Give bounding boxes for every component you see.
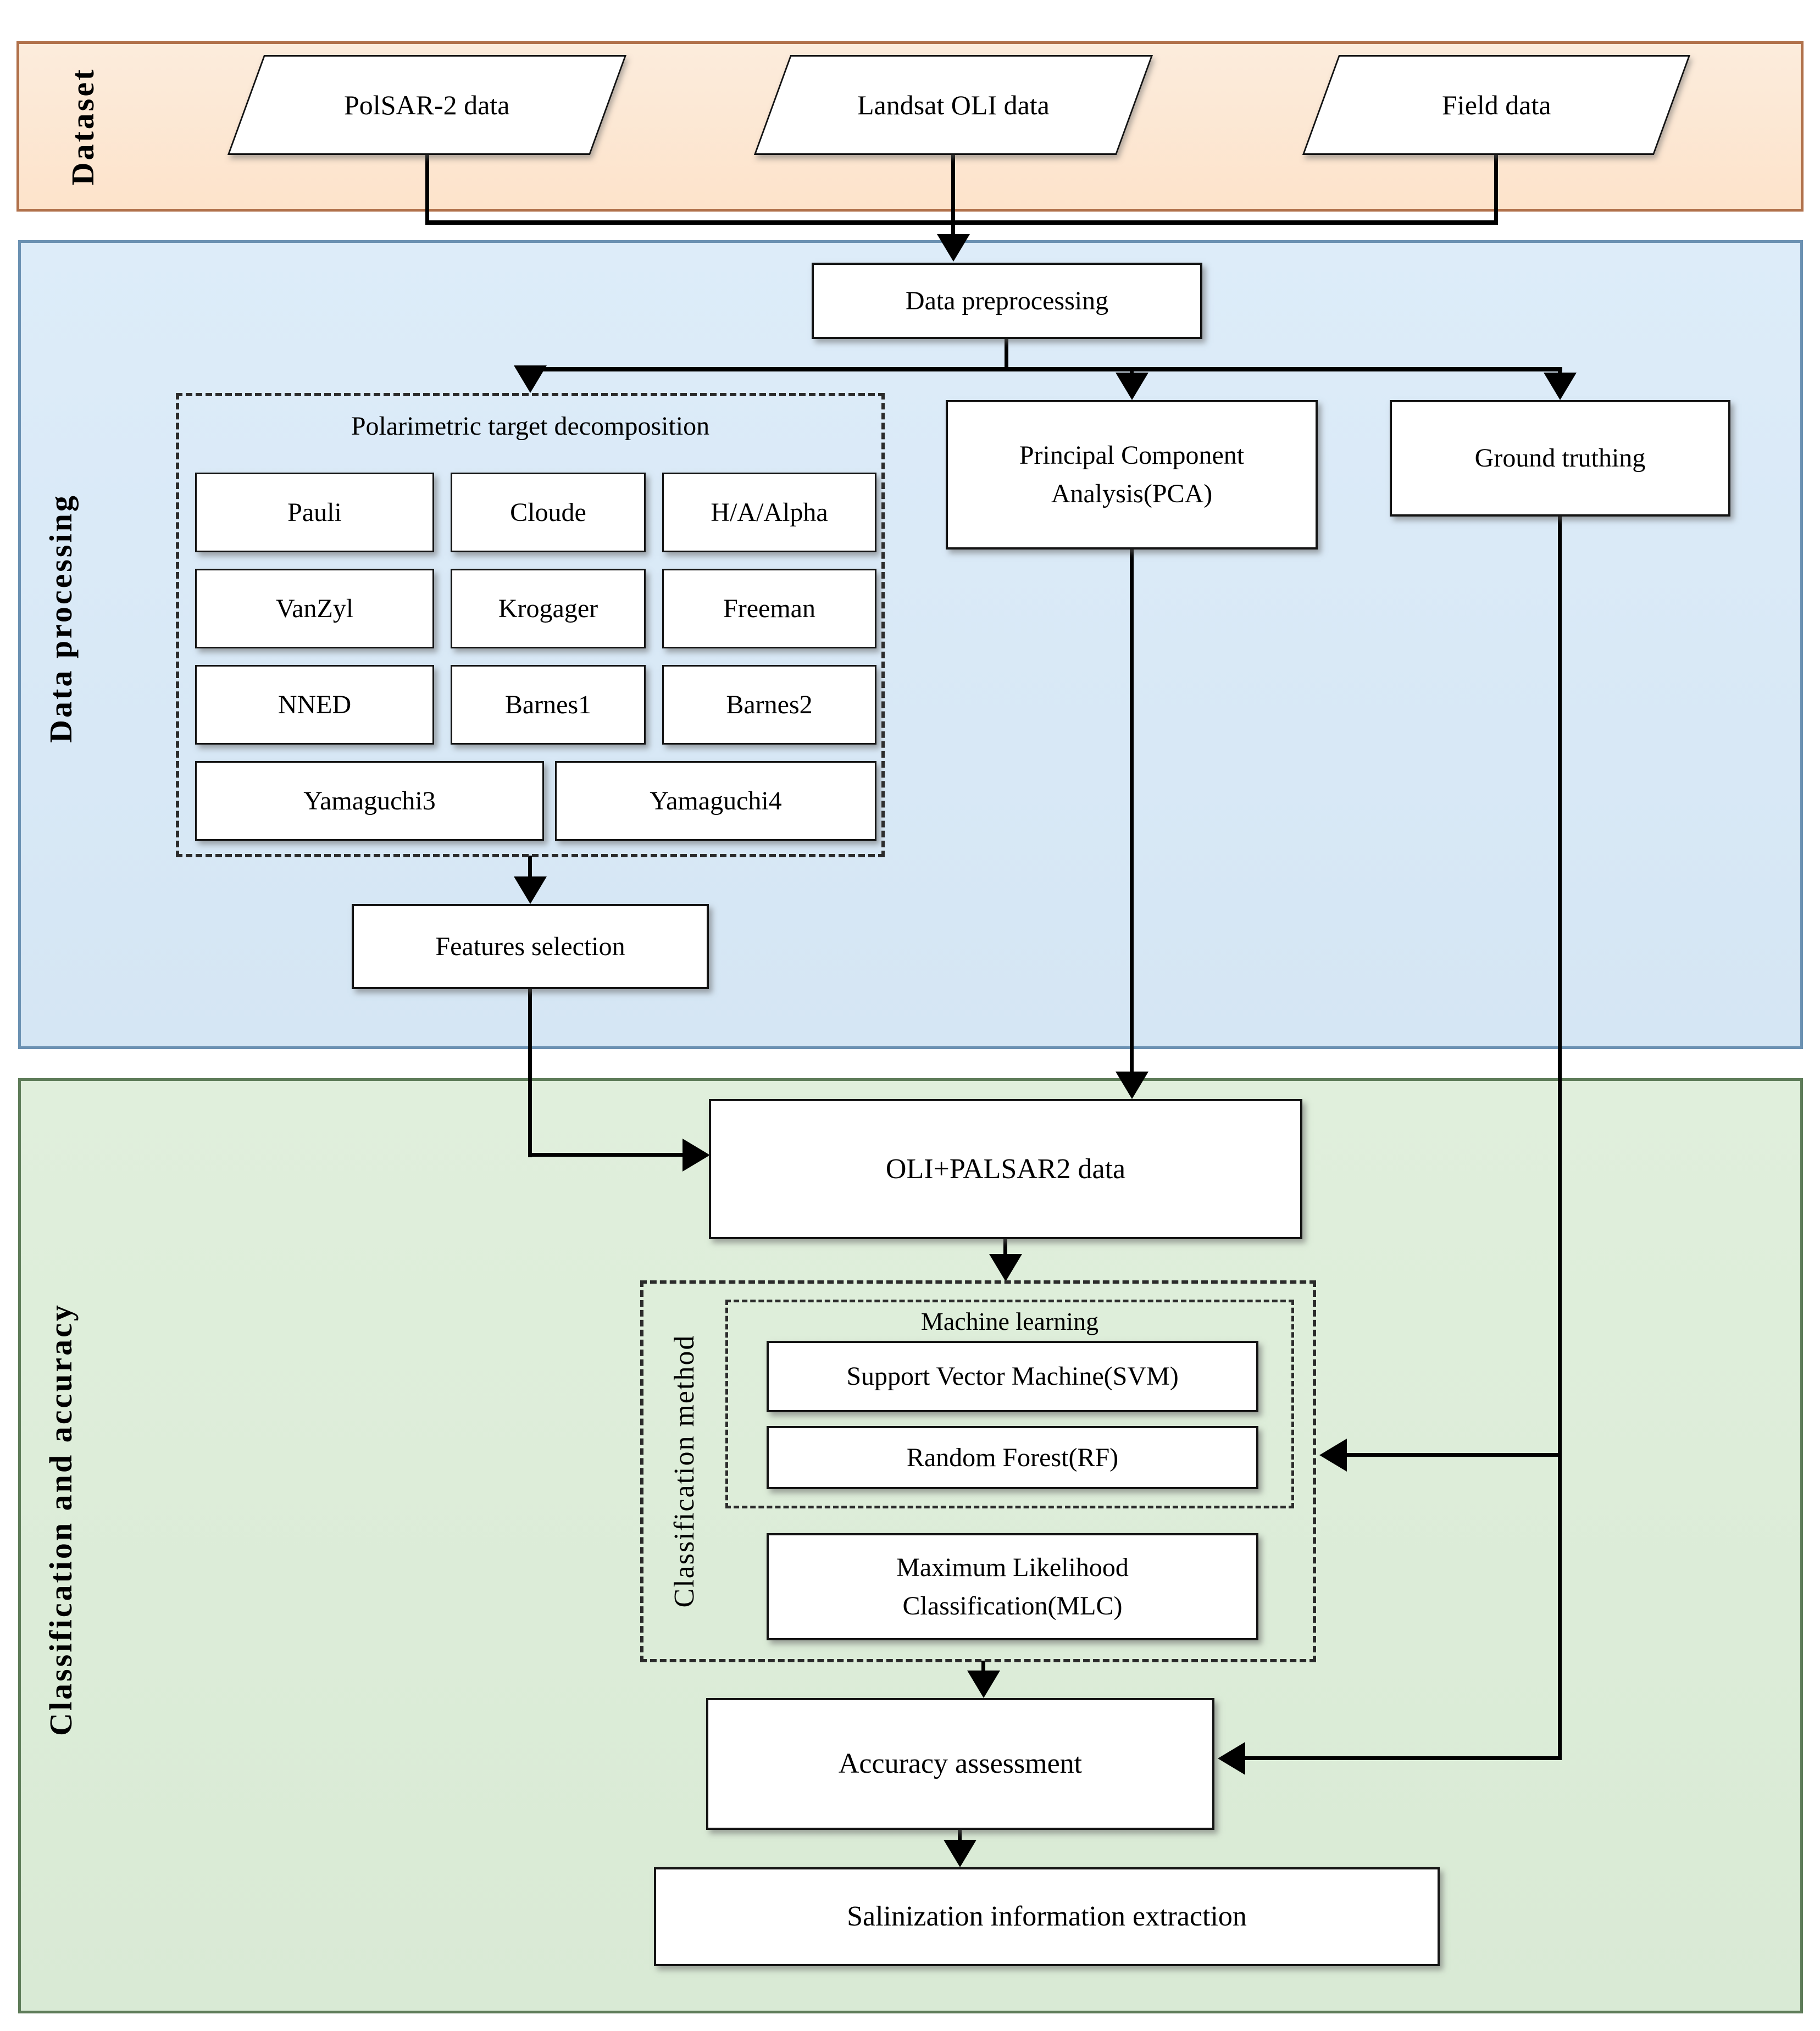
method-label-cloude: Cloude bbox=[510, 497, 586, 527]
connector-landsat-down bbox=[951, 153, 955, 237]
polsar-data-parallelogram: PolSAR-2 data bbox=[227, 55, 627, 155]
svm-label: Support Vector Machine(SVM) bbox=[846, 1362, 1179, 1391]
accuracy-assessment-label: Accuracy assessment bbox=[838, 1748, 1083, 1780]
connector-groundtruth-branch bbox=[1345, 1453, 1560, 1457]
connector-features-right bbox=[528, 1153, 685, 1157]
method-box-yamaguchi3: Yamaguchi3 bbox=[195, 761, 544, 841]
connector-field-down bbox=[1494, 153, 1498, 225]
connector-pca-down bbox=[1130, 548, 1134, 1074]
arrowhead-into-classification-method bbox=[1319, 1439, 1347, 1472]
method-box-barnes1: Barnes1 bbox=[451, 665, 646, 745]
decomposition-title: Polarimetric target decomposition bbox=[351, 412, 710, 441]
dataset-band-label: Dataset bbox=[64, 67, 101, 186]
method-label-barnes2: Barnes2 bbox=[726, 690, 813, 719]
connector-method-down bbox=[981, 1661, 985, 1674]
connector-features-down bbox=[528, 988, 532, 1157]
method-label-vanzyl: VanZyl bbox=[275, 593, 354, 623]
arrowhead-into-combined-top bbox=[1116, 1072, 1148, 1099]
arrowhead-into-preprocessing bbox=[937, 234, 970, 262]
salinization-label: Salinization information extraction bbox=[847, 1901, 1247, 1933]
arrowhead-into-decomposition bbox=[514, 365, 547, 393]
svm-box: Support Vector Machine(SVM) bbox=[767, 1341, 1258, 1412]
connector-combined-down bbox=[1003, 1238, 1007, 1256]
mlc-label: Maximum Likelihood Classification(MLC) bbox=[896, 1552, 1129, 1621]
method-box-pauli: Pauli bbox=[195, 473, 434, 552]
data-processing-band-label: Data processing bbox=[42, 493, 79, 743]
arrowhead-into-method-box bbox=[989, 1254, 1022, 1281]
field-data-label: Field data bbox=[1441, 90, 1551, 120]
connector-groundtruth-bottom bbox=[1244, 1756, 1562, 1760]
arrowhead-into-accuracy-top bbox=[967, 1671, 1000, 1698]
field-data-parallelogram: Field data bbox=[1302, 55, 1691, 155]
arrowhead-into-combined-left bbox=[682, 1139, 710, 1172]
method-label-nned: NNED bbox=[278, 690, 352, 719]
machine-learning-title: Machine learning bbox=[920, 1307, 1099, 1335]
pca-label: Principal Component Analysis(PCA) bbox=[1019, 441, 1245, 508]
arrowhead-into-salinization bbox=[944, 1840, 976, 1867]
classification-method-dashed-box bbox=[640, 1280, 1316, 1662]
data-preprocessing-box: Data preprocessing bbox=[812, 263, 1202, 339]
arrowhead-into-accuracy-right bbox=[1218, 1742, 1245, 1775]
method-label-yamaguchi4: Yamaguchi4 bbox=[650, 786, 782, 815]
connector-split-horizontal bbox=[528, 367, 1562, 371]
features-selection-label: Features selection bbox=[435, 931, 625, 961]
connector-accuracy-down bbox=[958, 1829, 962, 1843]
connector-join-horizontal bbox=[425, 220, 1498, 225]
ground-truthing-label: Ground truthing bbox=[1474, 443, 1646, 473]
method-box-haalpha: H/A/Alpha bbox=[662, 473, 876, 552]
landsat-data-parallelogram: Landsat OLI data bbox=[753, 55, 1153, 155]
ground-truthing-box: Ground truthing bbox=[1390, 400, 1730, 517]
rf-label: Random Forest(RF) bbox=[906, 1442, 1119, 1472]
combined-data-label: OLI+PALSAR2 data bbox=[885, 1153, 1126, 1185]
arrowhead-into-pca bbox=[1116, 373, 1148, 400]
data-preprocessing-label: Data preprocessing bbox=[905, 286, 1109, 315]
method-box-yamaguchi4: Yamaguchi4 bbox=[555, 761, 876, 841]
connector-groundtruth-down bbox=[1558, 514, 1562, 1760]
mlc-box: Maximum Likelihood Classification(MLC) bbox=[767, 1533, 1258, 1640]
connector-polsar-down bbox=[425, 153, 429, 225]
method-label-yamaguchi3: Yamaguchi3 bbox=[303, 786, 436, 815]
method-label-freeman: Freeman bbox=[723, 593, 815, 623]
decomposition-dashed-box bbox=[176, 393, 885, 857]
arrowhead-into-groundtruthing bbox=[1544, 373, 1577, 400]
method-box-vanzyl: VanZyl bbox=[195, 569, 434, 648]
features-selection-box: Features selection bbox=[352, 904, 709, 989]
method-label-haalpha: H/A/Alpha bbox=[711, 497, 828, 527]
pca-box: Principal Component Analysis(PCA) bbox=[946, 400, 1318, 550]
method-label-pauli: Pauli bbox=[287, 497, 342, 527]
method-label-krogager: Krogager bbox=[498, 593, 598, 623]
machine-learning-dashed-box bbox=[725, 1300, 1294, 1508]
connector-preprocessing-down bbox=[1005, 338, 1008, 371]
rf-box: Random Forest(RF) bbox=[767, 1426, 1258, 1489]
method-box-krogager: Krogager bbox=[451, 569, 646, 648]
connector-decomposition-down bbox=[528, 856, 532, 881]
method-label-barnes1: Barnes1 bbox=[504, 690, 592, 719]
method-box-cloude: Cloude bbox=[451, 473, 646, 552]
arrowhead-into-features bbox=[514, 876, 547, 904]
landsat-data-label: Landsat OLI data bbox=[857, 90, 1050, 120]
accuracy-assessment-box: Accuracy assessment bbox=[706, 1698, 1214, 1830]
salinization-box: Salinization information extraction bbox=[654, 1867, 1440, 1966]
polsar-data-label: PolSAR-2 data bbox=[344, 90, 510, 120]
method-box-freeman: Freeman bbox=[662, 569, 876, 648]
classification-band-label: Classification and accuracy bbox=[42, 1303, 79, 1736]
method-box-barnes2: Barnes2 bbox=[662, 665, 876, 745]
combined-data-box: OLI+PALSAR2 data bbox=[709, 1099, 1302, 1239]
method-box-nned: NNED bbox=[195, 665, 434, 745]
